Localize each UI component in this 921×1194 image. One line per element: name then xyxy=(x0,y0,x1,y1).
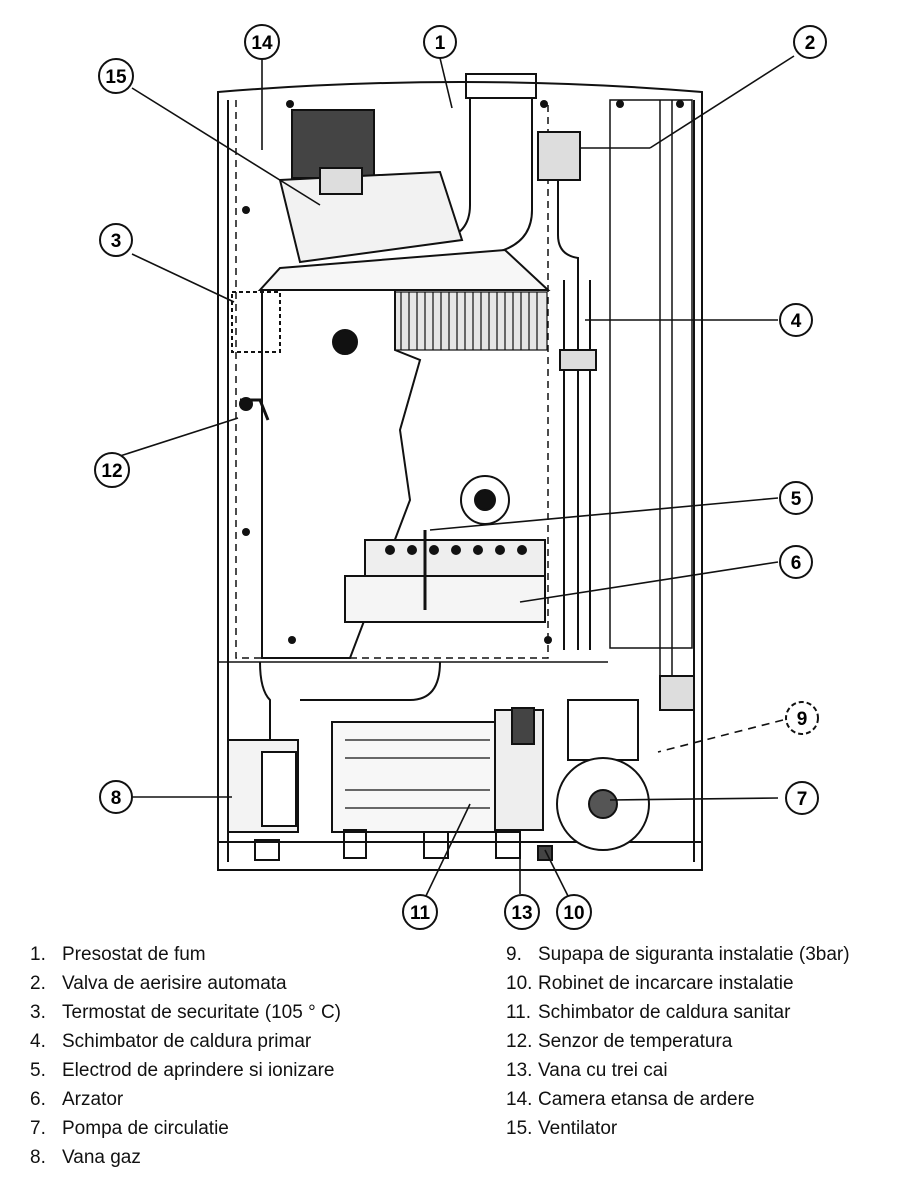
legend-label: Robinet de incarcare instalatie xyxy=(538,973,794,994)
legend-item: 8. Vana gaz xyxy=(30,1143,341,1172)
legend-number: 11. xyxy=(506,1002,532,1023)
legend-label: Vana cu trei cai xyxy=(538,1060,668,1081)
plate-heat-exchanger xyxy=(331,721,511,833)
callout-5-label: 5 xyxy=(791,489,802,510)
legend-right: 9.Supapa de siguranta instalatie (3bar) … xyxy=(506,940,850,1143)
legend-item: 9. Supapa de siguranta instalatie (3bar) xyxy=(506,940,850,969)
legend-number: 1. xyxy=(30,944,46,965)
callout-7-label: 7 xyxy=(797,789,808,810)
legend-item: 4. Schimbator de caldura primar xyxy=(30,1027,341,1056)
legend-item: 15.Ventilator xyxy=(506,1114,850,1143)
legend-label: Pompa de circulatie xyxy=(62,1118,229,1139)
legend-item: 1. Presostat de fum xyxy=(30,940,341,969)
burner-ramp xyxy=(344,575,546,623)
combustion-hood xyxy=(257,248,551,291)
safety-thermostat xyxy=(231,291,281,353)
callout-4: 4 xyxy=(779,303,813,337)
callout-12-label: 12 xyxy=(101,461,122,482)
legend-left: 1. Presostat de fum 2. Valva de aerisire a… xyxy=(30,940,341,1172)
legend-item: 6. Arzator xyxy=(30,1085,341,1114)
air-vent xyxy=(537,131,581,181)
legend-label: Camera etansa de ardere xyxy=(538,1089,755,1110)
burner-nozzles xyxy=(385,545,527,555)
callout-14: 14 xyxy=(244,24,280,60)
fan-motor xyxy=(319,167,363,195)
legend-label: Schimbator de caldura primar xyxy=(62,1031,312,1052)
callout-8-label: 8 xyxy=(111,788,122,809)
legend-number: 14. xyxy=(506,1089,533,1110)
callout-6: 6 xyxy=(779,545,813,579)
legend-item: 14.Camera etansa de ardere xyxy=(506,1085,850,1114)
callout-12: 12 xyxy=(94,452,130,488)
callout-6-label: 6 xyxy=(791,553,802,574)
legend-label: Ventilator xyxy=(538,1118,618,1139)
legend-item: 5. Electrod de aprindere si ionizare xyxy=(30,1056,341,1085)
legend-label: Termostat de securitate (105 ° C) xyxy=(62,1002,341,1023)
callout-15: 15 xyxy=(98,58,134,94)
callout-10: 10 xyxy=(556,894,592,930)
callout-7: 7 xyxy=(785,781,819,815)
callout-11: 11 xyxy=(402,894,438,930)
boiler-diagram: 1 2 3 4 5 6 7 8 xyxy=(94,24,827,930)
callout-9-label: 9 xyxy=(797,709,808,730)
legend-label: Presostat de fum xyxy=(62,944,206,965)
flue-outlet xyxy=(465,73,537,99)
boiler-casing xyxy=(217,81,703,871)
callout-9: 9 xyxy=(785,701,819,735)
expansion-vessel xyxy=(609,99,693,649)
heat-exchanger-fins xyxy=(394,291,548,351)
callout-10-label: 10 xyxy=(563,903,584,924)
sealed-chamber-outline xyxy=(235,100,549,659)
callout-1: 1 xyxy=(423,25,457,59)
legend-item: 12.Senzor de temperatura xyxy=(506,1027,850,1056)
legend-item: 7. Pompa de circulatie xyxy=(30,1114,341,1143)
legend-number: 6. xyxy=(30,1089,46,1110)
callout-13-label: 13 xyxy=(511,903,532,924)
legend-label: Electrod de aprindere si ionizare xyxy=(62,1060,335,1081)
legend-label: Valva de aerisire automata xyxy=(62,973,287,994)
leader-lines xyxy=(119,55,795,901)
legend-label: Schimbator de caldura sanitar xyxy=(538,1002,791,1023)
callout-15-label: 15 xyxy=(105,67,127,88)
legend-number: 2. xyxy=(30,973,46,994)
callout-8: 8 xyxy=(99,780,133,814)
legend-number: 3. xyxy=(30,1002,46,1023)
callout-3: 3 xyxy=(99,223,133,257)
legend-number: 10. xyxy=(506,973,533,994)
callout-4-label: 4 xyxy=(791,311,802,332)
callout-13: 13 xyxy=(504,894,540,930)
fan-housing xyxy=(278,170,464,264)
legend-number: 4. xyxy=(30,1031,46,1052)
callout-2-label: 2 xyxy=(805,33,816,54)
legend-label: Vana gaz xyxy=(62,1147,141,1168)
legend-item: 2. Valva de aerisire automata xyxy=(30,969,341,998)
legend-item: 11. Schimbator de caldura sanitar xyxy=(506,998,850,1027)
callout-14-label: 14 xyxy=(251,33,273,54)
callout-3-label: 3 xyxy=(111,231,122,252)
legend-label: Senzor de temperatura xyxy=(538,1031,733,1052)
callout-1-label: 1 xyxy=(435,33,446,54)
legend-number: 12. xyxy=(506,1031,533,1052)
callout-5: 5 xyxy=(779,481,813,515)
callout-11-label: 11 xyxy=(410,903,431,924)
legend-number: 13. xyxy=(506,1060,533,1081)
legend-item: 3. Termostat de securitate (105 ° C) xyxy=(30,998,341,1027)
legend-item: 10.Robinet de incarcare instalatie xyxy=(506,969,850,998)
legend-number: 5. xyxy=(30,1060,46,1081)
callout-2: 2 xyxy=(793,25,827,59)
legend-item: 13.Vana cu trei cai xyxy=(506,1056,850,1085)
legend-number: 8. xyxy=(30,1147,46,1168)
legend-number: 15. xyxy=(506,1118,533,1139)
legend-number: 9. xyxy=(506,944,522,965)
legend-label: Supapa de siguranta instalatie (3bar) xyxy=(538,944,850,965)
legend-label: Arzator xyxy=(62,1089,124,1110)
legend-number: 7. xyxy=(30,1118,46,1139)
